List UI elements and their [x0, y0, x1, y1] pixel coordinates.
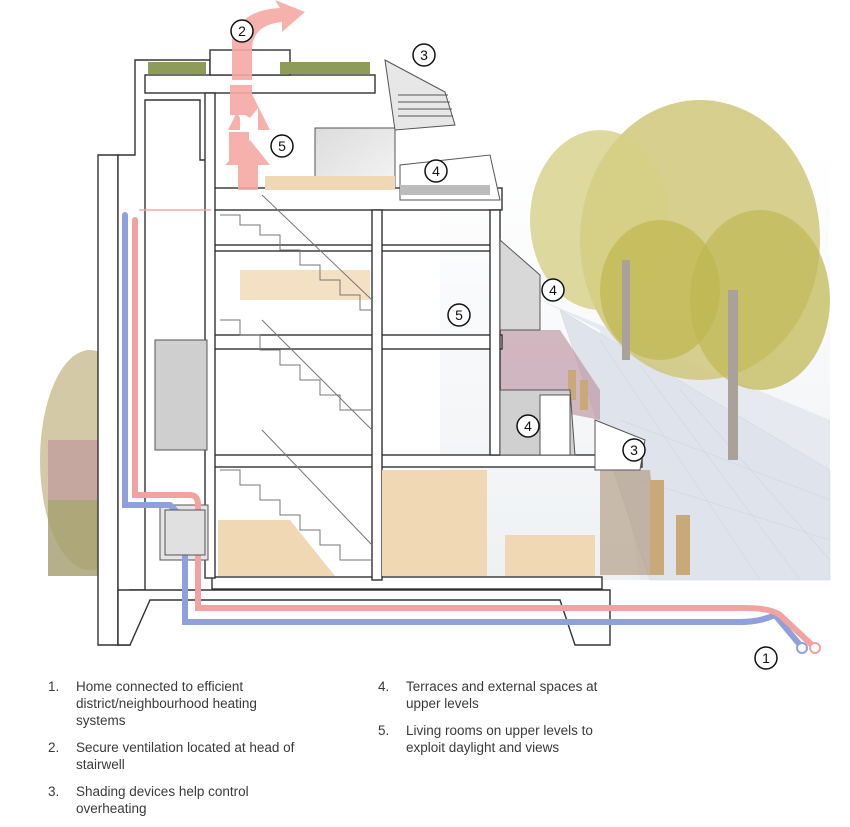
legend-text: Home connected to efficient district/nei… — [76, 679, 257, 728]
legend-number: 2. — [48, 740, 60, 755]
svg-text:4: 4 — [524, 418, 532, 434]
house-section-diagram: 1 2 3 3 4 4 4 5 5 — [40, 0, 831, 670]
legend-number: 1. — [48, 679, 60, 694]
svg-text:1: 1 — [762, 650, 770, 666]
green-roof — [148, 62, 370, 74]
svg-text:3: 3 — [420, 47, 428, 63]
svg-text:2: 2 — [238, 23, 246, 39]
ventilation-arrows — [225, 0, 305, 190]
legend-text: Secure ventilation located at head of st… — [76, 740, 295, 772]
legend-text: Terraces and external spaces at upper le… — [406, 679, 598, 711]
district-heating-pipes — [122, 209, 821, 654]
callout-4-bottom: 4 — [516, 414, 540, 438]
callout-3-bottom: 3 — [622, 438, 646, 462]
callout-5-top: 5 — [270, 134, 294, 158]
legend-number: 4. — [378, 679, 390, 694]
callout-2: 2 — [230, 19, 254, 43]
callout-4-top: 4 — [424, 159, 448, 183]
svg-text:3: 3 — [630, 442, 638, 458]
svg-text:5: 5 — [455, 307, 463, 323]
legend-item: 5. Living rooms on upper levels to explo… — [378, 722, 628, 756]
svg-text:5: 5 — [278, 138, 286, 154]
legend-item: 1. Home connected to efficient district/… — [48, 678, 298, 729]
callout-5-middle: 5 — [447, 303, 471, 327]
legend-number: 3. — [48, 784, 60, 799]
callout-3-top: 3 — [412, 43, 436, 67]
staircase — [220, 194, 373, 561]
top-terrace — [399, 154, 501, 201]
legend-number: 5. — [378, 723, 390, 738]
legend-text: Living rooms on upper levels to exploit … — [406, 723, 593, 755]
svg-text:4: 4 — [432, 163, 440, 179]
callout-1: 1 — [754, 646, 778, 670]
hot-pipe — [132, 217, 815, 648]
legend-item: 3. Shading devices help control overheat… — [48, 783, 298, 817]
legend-text: Shading devices help control overheating — [76, 784, 249, 816]
legend-right-column: 4. Terraces and external spaces at upper… — [378, 678, 678, 766]
legend-left-column: 1. Home connected to efficient district/… — [48, 678, 348, 827]
svg-text:4: 4 — [549, 282, 557, 298]
callout-4-middle: 4 — [541, 278, 565, 302]
legend-item: 2. Secure ventilation located at head of… — [48, 739, 308, 773]
legend-item: 4. Terraces and external spaces at upper… — [378, 678, 628, 712]
